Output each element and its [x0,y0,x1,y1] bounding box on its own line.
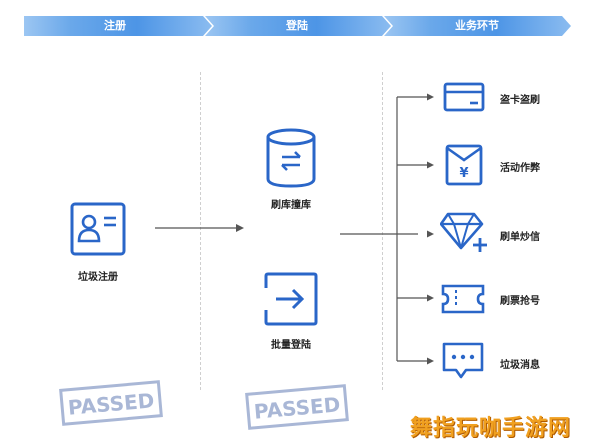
arrowhead-register [236,224,244,232]
stage-chevron-register [24,16,212,36]
arrowhead-5 [427,357,434,365]
arrowhead-3 [427,230,434,238]
middle-node-label-1: 刷库撞库 [271,200,311,211]
business-item-label-3: 刷单炒信 [500,232,540,243]
stage-bar [24,16,571,36]
stamp-text-2: PASSED [253,392,341,423]
business-item-label-5: 垃圾消息 [500,360,540,371]
stage-label-register: 注册 [104,19,126,32]
stage-label-business: 业务环节 [455,19,499,32]
arrowhead-2 [427,161,434,169]
left-node-label: 垃圾注册 [78,272,118,283]
chat-bubble-icon [442,342,484,379]
stage-divider-2 [382,72,383,390]
arrowhead-1 [427,93,434,101]
credit-card-icon [443,82,485,112]
business-item-label-2: 活动作弊 [500,163,540,174]
diamond-plus-icon [440,212,487,252]
passed-stamp-1: PASSED [59,380,163,426]
svg-text:¥: ¥ [459,166,468,181]
database-exchange-icon [266,128,316,188]
stage-divider-1 [200,72,201,390]
middle-node-label-2: 批量登陆 [271,340,311,351]
stage-chevron-login [205,16,391,36]
watermark-text: 舞指玩咖手游网 [410,416,572,441]
ticket-icon [441,284,485,314]
red-envelope-icon: ¥ [445,144,483,186]
passed-stamp-2: PASSED [245,384,349,430]
business-item-label-4: 刷票抢号 [500,296,540,307]
stamp-text-1: PASSED [67,388,155,419]
stage-label-login: 登陆 [286,19,308,32]
business-item-label-1: 盗卡盗刷 [500,95,540,106]
arrowhead-4 [427,294,434,302]
stage-chevron-business [384,16,571,36]
login-arrow-icon [264,272,318,326]
id-card-icon [70,202,126,256]
